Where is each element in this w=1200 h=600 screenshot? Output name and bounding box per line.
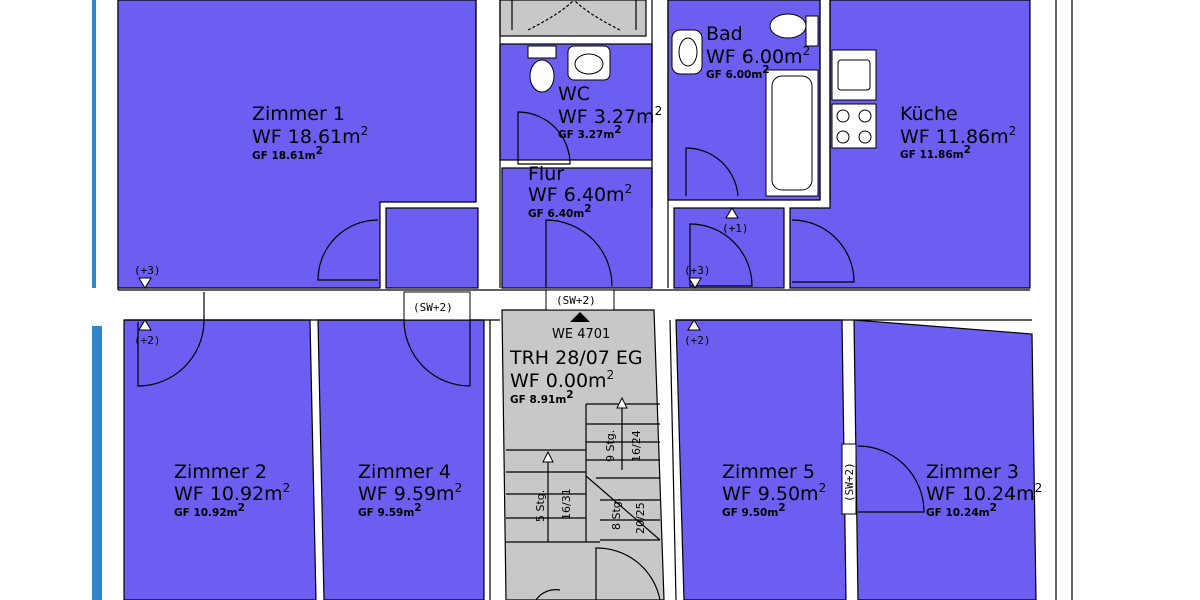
door-tag-p1-bad: (+1) (722, 222, 749, 235)
stair-run-c-steps: 8 Stg. (610, 498, 623, 530)
room-hall-right (673, 207, 785, 289)
room-zimmer-4 (317, 319, 485, 600)
label-wc-gf: GF 3.27m2 (558, 124, 622, 141)
label-bad-gf: GF 6.00m2 (706, 64, 770, 81)
door-swing (791, 219, 855, 283)
door-tag-p2-left: (+2) (134, 334, 161, 347)
bathroom-toilet-icon (769, 13, 819, 47)
door-tag-p1-bad-marker (725, 207, 739, 219)
door-tag-sw2-vertical: (SW+2) (843, 462, 856, 502)
door-swing (137, 292, 205, 387)
room-zimmer-1-alcove (385, 207, 479, 289)
label-zimmer-5-gf: GF 9.50m2 (722, 502, 786, 519)
label-trh-gf: GF 8.91m2 (510, 389, 574, 406)
label-flur-wf: WF 6.40m2 (528, 182, 632, 206)
label-flur-gf: GF 6.40m2 (528, 203, 592, 220)
label-flur-name: Flur (528, 163, 564, 185)
shower-fixture (511, 0, 637, 31)
label-zimmer-3-wf: WF 10.24m2 (926, 481, 1042, 505)
shower-area (499, 0, 647, 37)
stair-run-b-steps: 9 Stg. (604, 430, 617, 462)
door-tag-p3-left-marker (138, 277, 152, 289)
label-zimmer-3-gf: GF 10.24m2 (926, 502, 997, 519)
label-zimmer-2-gf: GF 10.92m2 (174, 502, 245, 519)
label-apartment-id: WE 4701 (552, 327, 610, 342)
label-trh-name: TRH 28/07 EG (509, 347, 643, 369)
label-zimmer-5-name: Zimmer 5 (722, 461, 815, 483)
door-opening (841, 443, 857, 515)
stair-run-a-steps: 5 Stg. (534, 490, 547, 522)
door-swing (685, 147, 739, 197)
label-kueche-gf: GF 11.86m2 (900, 144, 971, 161)
door-swing (517, 111, 571, 165)
door-swing (545, 219, 613, 288)
bathtub-icon (765, 69, 819, 197)
door-swing (857, 445, 925, 513)
room-zimmer-2 (123, 319, 317, 600)
label-zimmer-4-wf: WF 9.59m2 (358, 481, 462, 505)
kitchen-sink-icon (831, 49, 877, 101)
label-wc-wf: WF 3.27m2 (558, 104, 662, 128)
label-zimmer-1-name: Zimmer 1 (252, 103, 345, 125)
door-tag-p3-right-marker (688, 277, 702, 289)
stair-run-c-dim: 20/25 (634, 502, 647, 534)
label-zimmer-1-gf: GF 18.61m2 (252, 145, 323, 162)
edge-strip-bottom-left (92, 326, 102, 600)
bathroom-sink-icon (671, 29, 703, 75)
toilet-icon (527, 45, 557, 93)
stove-icon (831, 103, 877, 149)
label-zimmer-4-gf: GF 9.59m2 (358, 502, 422, 519)
sink-icon (567, 45, 611, 81)
door-tag-p2-right: (+2) (684, 334, 711, 347)
door-tag-p2-right-marker (687, 319, 701, 331)
label-trh-wf: WF 0.00m2 (510, 368, 614, 392)
label-zimmer-2-wf: WF 10.92m2 (174, 481, 290, 505)
room-zimmer-1 (117, 0, 477, 289)
door-swing (317, 219, 379, 281)
entrance-marker-icon (570, 312, 590, 322)
door-tag-p3-left: (+3) (134, 264, 161, 277)
stair-flights (506, 396, 661, 600)
room-zimmer-3 (853, 319, 1037, 600)
door-swing (403, 319, 471, 387)
label-zimmer-1-wf: WF 18.61m2 (252, 124, 368, 148)
door-tag-p2-left-marker (138, 319, 152, 331)
stair-run-b-dim: 16/24 (630, 430, 643, 462)
door-tag-p3-right: (+3) (684, 264, 711, 277)
label-kueche-wf: WF 11.86m2 (900, 124, 1016, 148)
label-zimmer-5-wf: WF 9.50m2 (722, 481, 826, 505)
label-zimmer-2-name: Zimmer 2 (174, 461, 267, 483)
door-tag-sw2-left: (SW+2) (413, 301, 453, 314)
door-tag-sw2-stair: (SW+2) (556, 294, 596, 307)
label-zimmer-4-name: Zimmer 4 (358, 461, 451, 483)
room-zimmer-5 (675, 319, 847, 600)
wall-line (669, 319, 677, 600)
label-zimmer-3-name: Zimmer 3 (926, 461, 1019, 483)
door-opening (545, 289, 615, 311)
stair-run-a-dim: 16/31 (560, 488, 573, 520)
door-opening (403, 291, 471, 321)
edge-strip-top-left (92, 0, 96, 288)
label-bad-wf: WF 6.00m2 (706, 44, 810, 68)
label-bad-name: Bad (706, 23, 743, 45)
door-swing (689, 223, 753, 287)
label-wc-name: WC (558, 83, 590, 105)
label-kueche-name: Küche (900, 103, 958, 125)
